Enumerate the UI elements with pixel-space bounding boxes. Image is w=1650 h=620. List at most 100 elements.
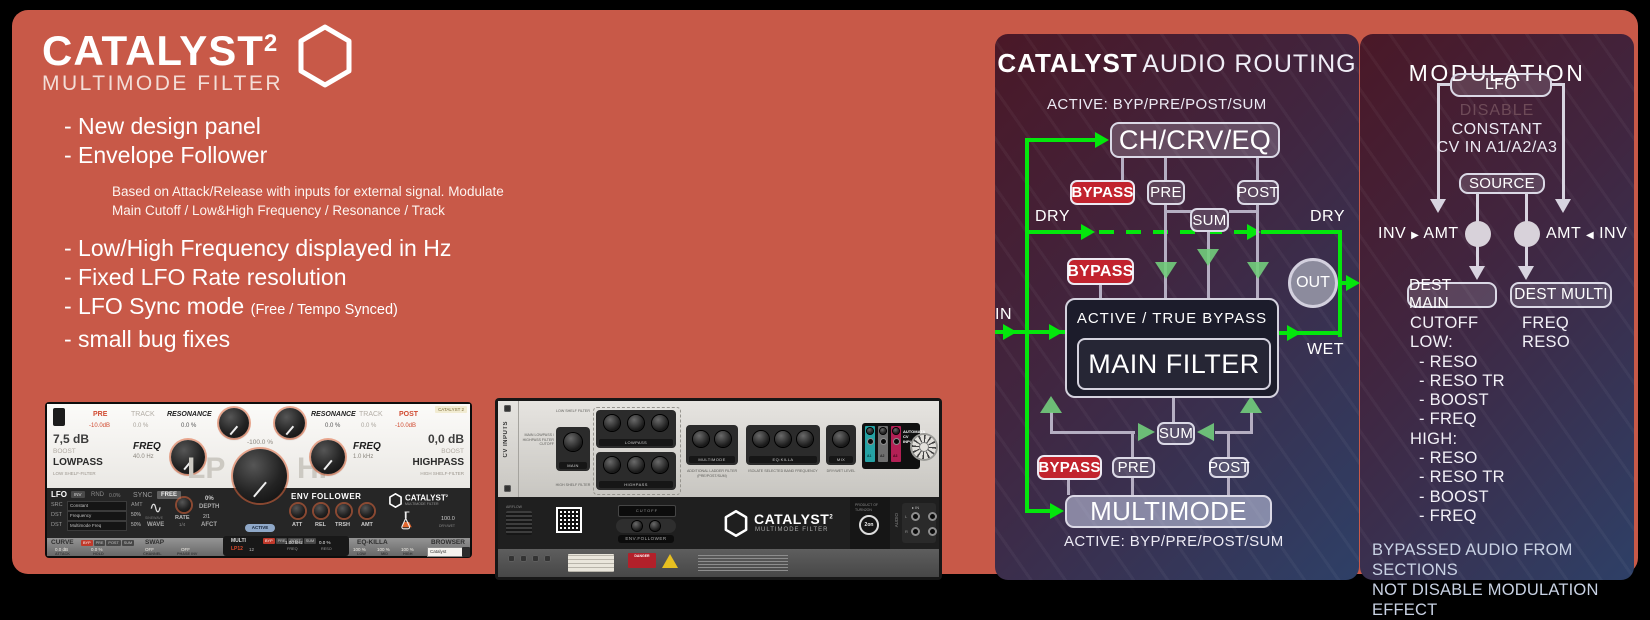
automata-panel: A1 A2 A3 AUTOMATA CV INPUTS: [862, 423, 925, 469]
cv-inputs-label: CV INPUTS: [503, 421, 509, 458]
cv-a2-knob: [880, 428, 886, 434]
cv-a3-label: A3: [893, 454, 898, 458]
danger-sticker: DANGER: [628, 553, 656, 568]
chip-post: POST: [288, 538, 303, 544]
dry-arrow-1: [1081, 224, 1095, 240]
multi-mode-value: LP12: [231, 546, 243, 552]
disable-option: DISABLE: [1459, 102, 1535, 119]
cv-a3-jack: [892, 438, 900, 445]
screw-icon: [504, 405, 511, 412]
product-of-label: PRODUCT OF TURN2ON: [855, 503, 879, 512]
brand-hexagon-icon: [389, 493, 402, 508]
audio-label: AUDIO: [894, 513, 899, 528]
left-gain-value: 7,5 dB: [53, 432, 90, 446]
soft-arrow-into-sum2-right: [1197, 423, 1214, 441]
cv-a1-jack: [866, 438, 874, 445]
resonance-label-right: RESONANCE: [311, 411, 356, 418]
in-arrow-2: [1049, 324, 1063, 340]
dry-line-solid: [1025, 230, 1081, 234]
arrow-into-multimode: [1050, 503, 1064, 519]
main-caption: MAIN: [559, 462, 587, 469]
arrow-right-icon: ▶: [1411, 230, 1420, 241]
multi-label: MULTI: [231, 538, 246, 544]
feature-item-note: (Free / Tempo Synced): [250, 302, 398, 318]
lowpass-caption: LOWPASS: [599, 439, 673, 446]
amt-label: AMT: [1423, 225, 1459, 242]
soft-arrow-sum-into-main: [1197, 249, 1219, 266]
connector-pre2-up: [1131, 433, 1134, 457]
left-boost-label: BOOST: [53, 448, 76, 455]
version-tag: CATALYST 2: [435, 406, 467, 413]
freq-label-right: FREQ: [353, 441, 381, 452]
eq-high-value: 100 %: [401, 546, 414, 552]
cv-a1-label: A1: [867, 454, 872, 458]
connector-pre1-sum: [1166, 210, 1192, 213]
wave-name: SINEWAVE: [145, 516, 164, 520]
audio-jack-panel: ▸ IN L R: [902, 503, 937, 543]
rnd-label: RND: [91, 492, 104, 498]
right-boost-label: BOOST: [441, 448, 464, 455]
hold-value: 0.0 %: [91, 546, 103, 552]
dst2-label: DST: [51, 522, 62, 528]
connector: [1121, 158, 1124, 180]
main-filter-box: ACTIVE / TRUE BYPASS MAIN FILTER: [1065, 298, 1279, 398]
screw-icon: [544, 555, 551, 562]
rack-screenshot: CV INPUTS MAIN LOWPASS / HIGHPASS FILTER…: [495, 398, 942, 580]
routing-title: CATALYST AUDIO ROUTING: [995, 48, 1359, 79]
env-att-label: ATT: [292, 522, 303, 528]
chip-post: POST: [106, 540, 121, 546]
cv-in-option: CV IN A1/A2/A3: [1436, 139, 1558, 156]
resonance-value-right: 0.0 %: [325, 423, 341, 429]
lfo-box: LFO: [1450, 73, 1552, 97]
env-rel-knob: [314, 504, 328, 518]
bypass-box-top: BYPASS: [1070, 180, 1135, 205]
eq-killa-caption: EQ:KILLA: [749, 456, 817, 463]
audio-in-text: IN: [915, 505, 920, 510]
audio-in-r-jack: [911, 527, 920, 536]
rack-lower-panel: AIRFLOW CUTOFF ENV.FOLLOWER CATALYST2 MU…: [498, 497, 939, 549]
cv-a1-knob: [867, 428, 873, 434]
lowpass-reso-knob: [604, 415, 620, 431]
afct-value: 2/1: [203, 514, 210, 520]
warning-triangle-icon: [662, 554, 678, 568]
dest-main-item: - BOOST: [1419, 391, 1489, 410]
multi-reso-value: 0.0 %: [319, 540, 331, 545]
feature-note: Based on Attack/Release with inputs for …: [112, 182, 504, 220]
dest-main-arrow: [1469, 266, 1485, 280]
dst2-value-field: Multimode Freq: [67, 521, 127, 531]
lowpass-freq-knob: [652, 415, 668, 431]
banner-background: CATALYST2 MULTIMODE FILTER - New design …: [12, 10, 1638, 619]
afct-label: AFCT: [201, 522, 217, 528]
multi-slope-value: 12: [249, 546, 255, 552]
amt-node-right: [1514, 221, 1540, 247]
drywet-value: 100.0: [441, 516, 455, 522]
dest-main-item: - FREQ: [1419, 506, 1477, 525]
post-box-top: POST: [1237, 180, 1279, 205]
dst1-label: DST: [51, 512, 62, 518]
pre-label: PRE: [93, 411, 108, 418]
logo-exponent: 2: [263, 30, 279, 57]
screw-icon: [520, 555, 527, 562]
line-to-multimode: [1025, 509, 1057, 513]
modulation-footer-line: NOT DISABLE MODULATION EFFECT: [1372, 581, 1599, 619]
track-label: TRACK: [131, 411, 155, 418]
connector-post1-sum: [1229, 210, 1258, 213]
dest-main-item: - BOOST: [1419, 487, 1489, 506]
dry-line-right: [1261, 230, 1342, 234]
eq-killa-note: ISOLATE SELECTED BAND FREQUENCY: [748, 469, 818, 473]
plugin-top-panel: PRE -10.0dB TRACK 0.0 % RESONANCE 0.0 % …: [47, 404, 470, 503]
feature-item: - LFO Sync mode (Free / Tempo Synced): [64, 292, 504, 325]
logo-title: CATALYST2: [42, 24, 283, 72]
audio-out-r-jack: [928, 527, 937, 536]
eq-killa-cluster: EQ:KILLA: [746, 425, 820, 465]
multimode-caption: MULTIMODE: [689, 456, 735, 463]
constant-option: CONSTANT: [1451, 121, 1543, 138]
plugin-dark-panel: LFO INV RND 0.0% SYNC FREE SRC Constant …: [47, 488, 470, 538]
dest-main-item: CUTOFF: [1410, 314, 1479, 332]
dest-multi-arrow: [1518, 266, 1534, 280]
logo-subtitle: MULTIMODE FILTER: [42, 72, 284, 95]
track-label-right: TRACK: [359, 411, 383, 418]
in-line: [995, 330, 1065, 334]
